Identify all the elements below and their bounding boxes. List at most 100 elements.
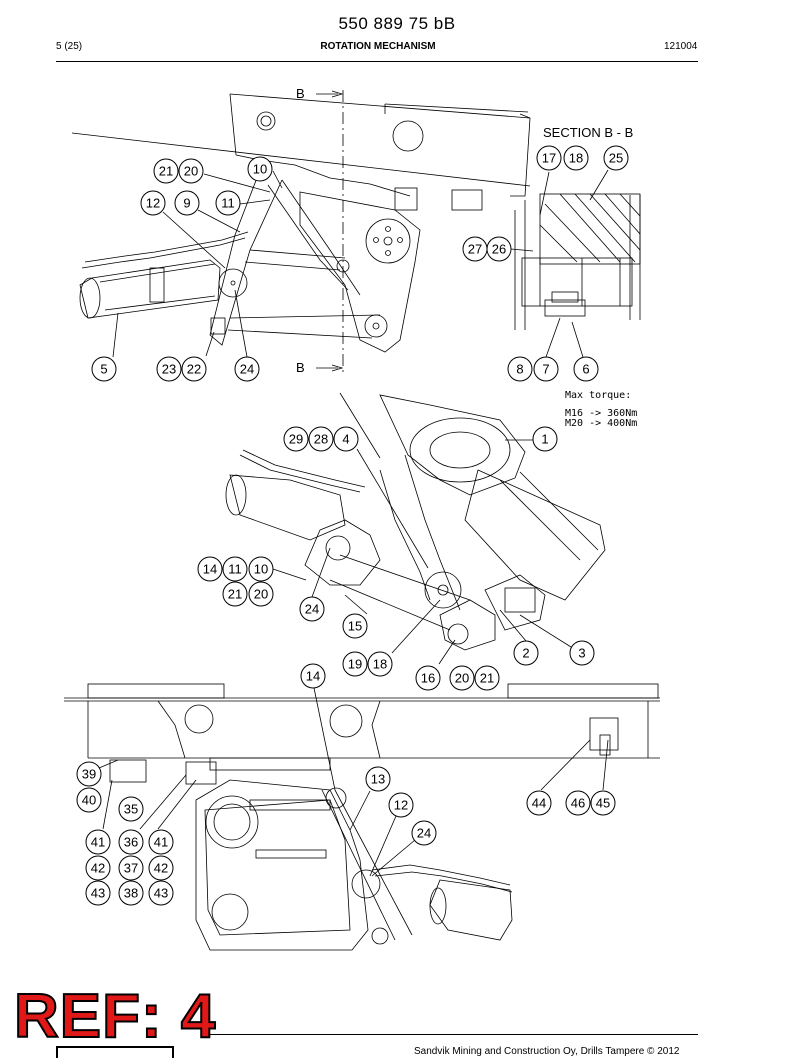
- balloon-23: 23: [156, 356, 182, 382]
- footer-company: Sandvik Mining and Construction Oy, Dril…: [414, 1046, 680, 1057]
- svg-text:1: 1: [541, 432, 548, 447]
- svg-text:20: 20: [254, 587, 268, 602]
- svg-text:41: 41: [154, 835, 168, 850]
- balloon-24: 24: [411, 820, 437, 846]
- svg-text:2: 2: [522, 646, 529, 661]
- svg-text:3: 3: [578, 646, 585, 661]
- balloon-44: 44: [526, 790, 552, 816]
- svg-text:17: 17: [542, 151, 556, 166]
- balloon-1: 1: [532, 426, 558, 452]
- balloon-17: 17: [536, 145, 562, 171]
- balloon-15: 15: [342, 613, 368, 639]
- balloon-14: 14: [197, 556, 223, 582]
- svg-text:10: 10: [253, 162, 267, 177]
- balloon-28: 28: [308, 426, 334, 452]
- svg-text:46: 46: [571, 796, 585, 811]
- svg-text:36: 36: [124, 835, 138, 850]
- balloon-26: 26: [486, 236, 512, 262]
- balloon-35: 35: [118, 796, 144, 822]
- svg-text:19: 19: [348, 657, 362, 672]
- balloon-21: 21: [153, 158, 179, 184]
- page-indicator: 5 (25): [56, 41, 83, 52]
- svg-text:21: 21: [480, 671, 494, 686]
- page-title: ROTATION MECHANISM: [320, 41, 436, 52]
- svg-text:18: 18: [569, 151, 583, 166]
- balloon-42: 42: [148, 855, 174, 881]
- balloon-16: 16: [415, 665, 441, 691]
- svg-text:9: 9: [183, 196, 190, 211]
- balloon-39: 39: [76, 761, 102, 787]
- svg-text:8: 8: [516, 362, 523, 377]
- svg-text:26: 26: [492, 242, 506, 257]
- svg-text:43: 43: [154, 886, 168, 901]
- svg-text:25: 25: [609, 151, 623, 166]
- svg-text:29: 29: [289, 432, 303, 447]
- header-rule: [56, 61, 698, 62]
- svg-text:20: 20: [184, 164, 198, 179]
- line-art: [64, 90, 660, 951]
- svg-text:37: 37: [124, 861, 138, 876]
- svg-text:18: 18: [373, 657, 387, 672]
- svg-text:39: 39: [82, 767, 96, 782]
- document-number: 550 889 75 bB: [338, 14, 456, 33]
- company-logo: [56, 1046, 174, 1058]
- torque-title: Max torque:: [565, 390, 631, 401]
- balloon-12: 12: [388, 792, 414, 818]
- ref-stamp: REF: 4: [13, 982, 217, 1051]
- svg-text:41: 41: [91, 835, 105, 850]
- svg-text:44: 44: [532, 796, 546, 811]
- svg-text:35: 35: [124, 802, 138, 817]
- balloon-24: 24: [299, 596, 325, 622]
- balloon-7: 7: [533, 356, 559, 382]
- balloon-36: 36: [118, 829, 144, 855]
- balloon-45: 45: [590, 790, 616, 816]
- balloon-10: 10: [248, 556, 274, 582]
- balloon-10: 10: [247, 156, 273, 182]
- balloon-3: 3: [569, 640, 595, 666]
- balloon-41: 41: [148, 829, 174, 855]
- svg-text:43: 43: [91, 886, 105, 901]
- balloon-2: 2: [513, 640, 539, 666]
- svg-text:15: 15: [348, 619, 362, 634]
- balloon-14: 14: [300, 663, 326, 689]
- balloon-19: 19: [342, 651, 368, 677]
- balloon-18: 18: [563, 145, 589, 171]
- svg-text:21: 21: [228, 587, 242, 602]
- balloon-20: 20: [248, 581, 274, 607]
- svg-text:24: 24: [240, 362, 254, 377]
- svg-text:22: 22: [187, 362, 201, 377]
- date-code: 121004: [664, 41, 698, 52]
- svg-text:45: 45: [596, 796, 610, 811]
- svg-text:24: 24: [417, 826, 431, 841]
- section-label: SECTION B - B: [543, 125, 633, 140]
- svg-text:27: 27: [468, 242, 482, 257]
- svg-text:21: 21: [159, 164, 173, 179]
- svg-text:20: 20: [455, 671, 469, 686]
- section-mark-bottom: B: [296, 360, 305, 375]
- svg-text:6: 6: [582, 362, 589, 377]
- svg-text:5: 5: [100, 362, 107, 377]
- svg-text:42: 42: [154, 861, 168, 876]
- svg-text:38: 38: [124, 886, 138, 901]
- svg-text:11: 11: [228, 562, 242, 577]
- balloon-8: 8: [507, 356, 533, 382]
- balloon-20: 20: [178, 158, 204, 184]
- svg-text:28: 28: [314, 432, 328, 447]
- balloon-24: 24: [234, 356, 260, 382]
- balloon-21: 21: [474, 665, 500, 691]
- svg-text:14: 14: [203, 562, 217, 577]
- footer-rule: [210, 1034, 698, 1035]
- svg-text:4: 4: [342, 432, 349, 447]
- svg-text:7: 7: [542, 362, 549, 377]
- balloon-9: 9: [174, 190, 200, 216]
- balloon-20: 20: [449, 665, 475, 691]
- svg-text:11: 11: [221, 196, 235, 211]
- balloon-12: 12: [140, 190, 166, 216]
- svg-text:23: 23: [162, 362, 176, 377]
- balloon-21: 21: [222, 581, 248, 607]
- torque-m20: M20 -> 400Nm: [565, 418, 637, 429]
- balloon-11: 11: [215, 190, 241, 216]
- svg-text:12: 12: [394, 798, 408, 813]
- balloon-43: 43: [85, 880, 111, 906]
